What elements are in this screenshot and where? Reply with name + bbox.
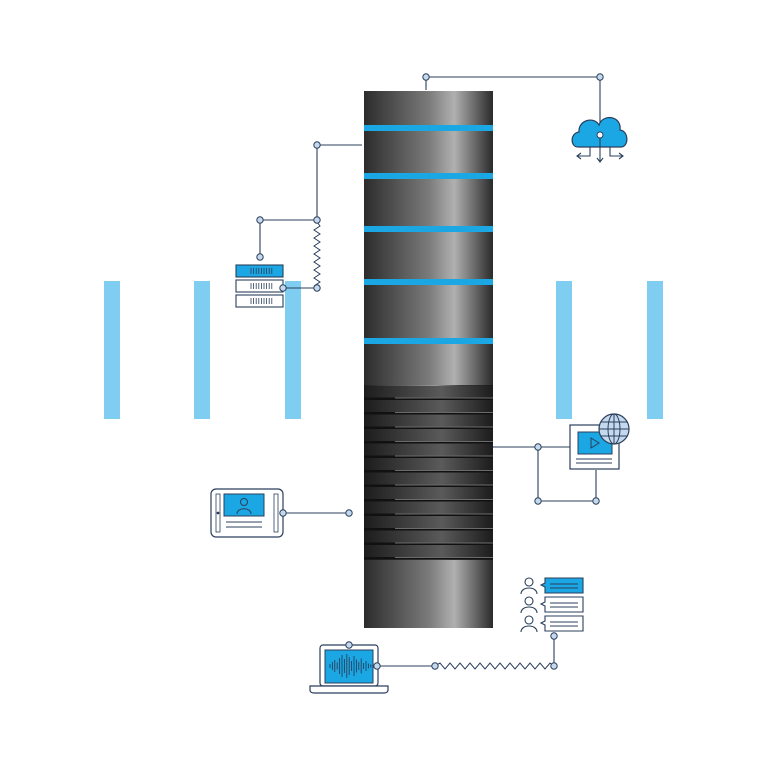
server-slot-highlight: [395, 426, 493, 428]
light-bars: [104, 281, 663, 419]
light-bar-left-1: [104, 281, 120, 419]
connector-node: [256, 216, 264, 224]
connector-node: [550, 632, 558, 640]
server-slot-divider: [364, 470, 493, 473]
server-slot-divider: [364, 455, 493, 458]
light-bar-right-1: [556, 281, 572, 419]
connector-node: [596, 73, 604, 81]
server-blade: [364, 130, 493, 173]
connector-cloud: [425, 76, 601, 132]
server-slot: [364, 502, 493, 517]
server-slot-highlight: [395, 470, 493, 471]
connector-node: [534, 443, 542, 451]
server-slot-divider: [364, 441, 493, 444]
tablet-icon: [210, 488, 284, 538]
server-stack-icon: [235, 264, 284, 308]
server-blade: [364, 284, 493, 338]
server-slot-highlight: [395, 441, 493, 442]
connector-node: [345, 641, 353, 649]
server-blade-stripe: [364, 173, 493, 179]
server-slot: [364, 444, 493, 459]
server-slot-highlight: [395, 528, 493, 529]
connector-node: [534, 497, 542, 505]
server-slot-divider: [364, 528, 493, 531]
cloud-icon: [571, 117, 628, 163]
connector-node: [431, 662, 439, 670]
server-slot: [364, 531, 493, 546]
server-slot: [364, 487, 493, 502]
zigzag-connectors: [313, 221, 555, 670]
server-blades: [364, 91, 493, 385]
connector-storage-zigzag: [313, 221, 321, 287]
server-slot-divider: [364, 499, 493, 502]
server-slot-highlight: [395, 455, 493, 457]
server-slot-divider: [364, 513, 493, 516]
server-blade-stripe: [364, 125, 493, 131]
connector-storage: [259, 144, 362, 257]
audio-wave: [329, 654, 372, 678]
server-slot-highlight: [395, 412, 493, 413]
connector-node: [256, 253, 264, 261]
server-slot-highlight: [395, 542, 493, 544]
storage-unit: [235, 279, 284, 293]
light-bar-left-3: [285, 281, 301, 419]
light-bar-right-2: [647, 281, 663, 419]
server-slot-highlight: [395, 499, 493, 500]
server-slot-highlight: [395, 557, 493, 558]
connector-node: [279, 509, 287, 517]
light-bar-left-2: [194, 281, 210, 419]
server-blade: [364, 343, 493, 385]
server-blade: [364, 178, 493, 226]
server-slot: [364, 415, 493, 430]
connector-node: [592, 497, 600, 505]
server-blade-stripe: [364, 279, 493, 285]
connector-node: [313, 141, 321, 149]
storage-unit: [235, 294, 284, 308]
connector-node: [345, 509, 353, 517]
server-slot-highlight: [395, 484, 493, 486]
connector-users-zigzag: [434, 662, 555, 670]
globe-icon: [598, 413, 630, 445]
server-slots: [364, 386, 493, 560]
user-with-message: [520, 577, 584, 595]
server-slot: [364, 516, 493, 531]
laptop-audio-icon: [309, 644, 389, 694]
server-slot: [364, 458, 493, 473]
server-slot-divider: [364, 397, 493, 400]
connector-node: [422, 73, 430, 81]
server-slot: [364, 473, 493, 488]
server-slot-highlight: [395, 397, 493, 399]
server-rack: [364, 91, 493, 628]
server-blade: [364, 231, 493, 279]
server-slot-divider: [364, 426, 493, 429]
server-slot-highlight: [395, 513, 493, 515]
connector-node: [279, 284, 287, 292]
server-slot: [364, 545, 493, 560]
server-slot: [364, 386, 493, 401]
server-blade-stripe: [364, 226, 493, 232]
server-rack-base: [364, 560, 493, 628]
server-slot: [364, 429, 493, 444]
connector-nodes: [256, 73, 604, 670]
users-chat-icon: [520, 577, 584, 633]
storage-unit: [235, 264, 284, 278]
user-with-message: [520, 615, 584, 633]
connector-node: [373, 662, 381, 670]
user-with-message: [520, 596, 584, 614]
server-slot-divider: [364, 542, 493, 545]
server-blade-stripe: [364, 338, 493, 344]
server-slot-divider: [364, 412, 493, 415]
server-slot: [364, 400, 493, 415]
server-blade: [364, 91, 493, 125]
connector-node: [550, 662, 558, 670]
connector-node: [313, 216, 321, 224]
connector-node: [313, 284, 321, 292]
server-slot-divider: [364, 557, 493, 560]
server-slot-divider: [364, 484, 493, 487]
